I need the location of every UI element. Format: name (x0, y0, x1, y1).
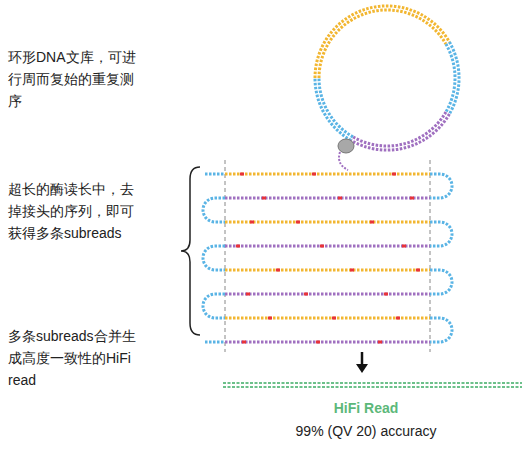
circular-library (315, 6, 459, 150)
subread-strands (225, 174, 430, 342)
note-text: 环形DNA文库，可进行周而复始的重复测序 (8, 46, 140, 112)
polymerase (338, 139, 354, 153)
hifi-read-line (223, 383, 522, 387)
note-text: 超长的酶读长中，去掉接头的序列，即可获得多条subreads (8, 178, 140, 244)
bracket (181, 167, 200, 335)
strand-tail (339, 152, 348, 170)
adapter-loops (203, 174, 452, 342)
error-marks (236, 173, 420, 344)
note-text: 多条subreads合并生成高度一致性的HiFi read (8, 325, 140, 391)
hifi-title: HiFi Read (266, 397, 466, 419)
adapter-boundary (225, 160, 430, 352)
down-arrow (356, 352, 368, 373)
accuracy-text: 99% (QV 20) accuracy (226, 420, 506, 442)
